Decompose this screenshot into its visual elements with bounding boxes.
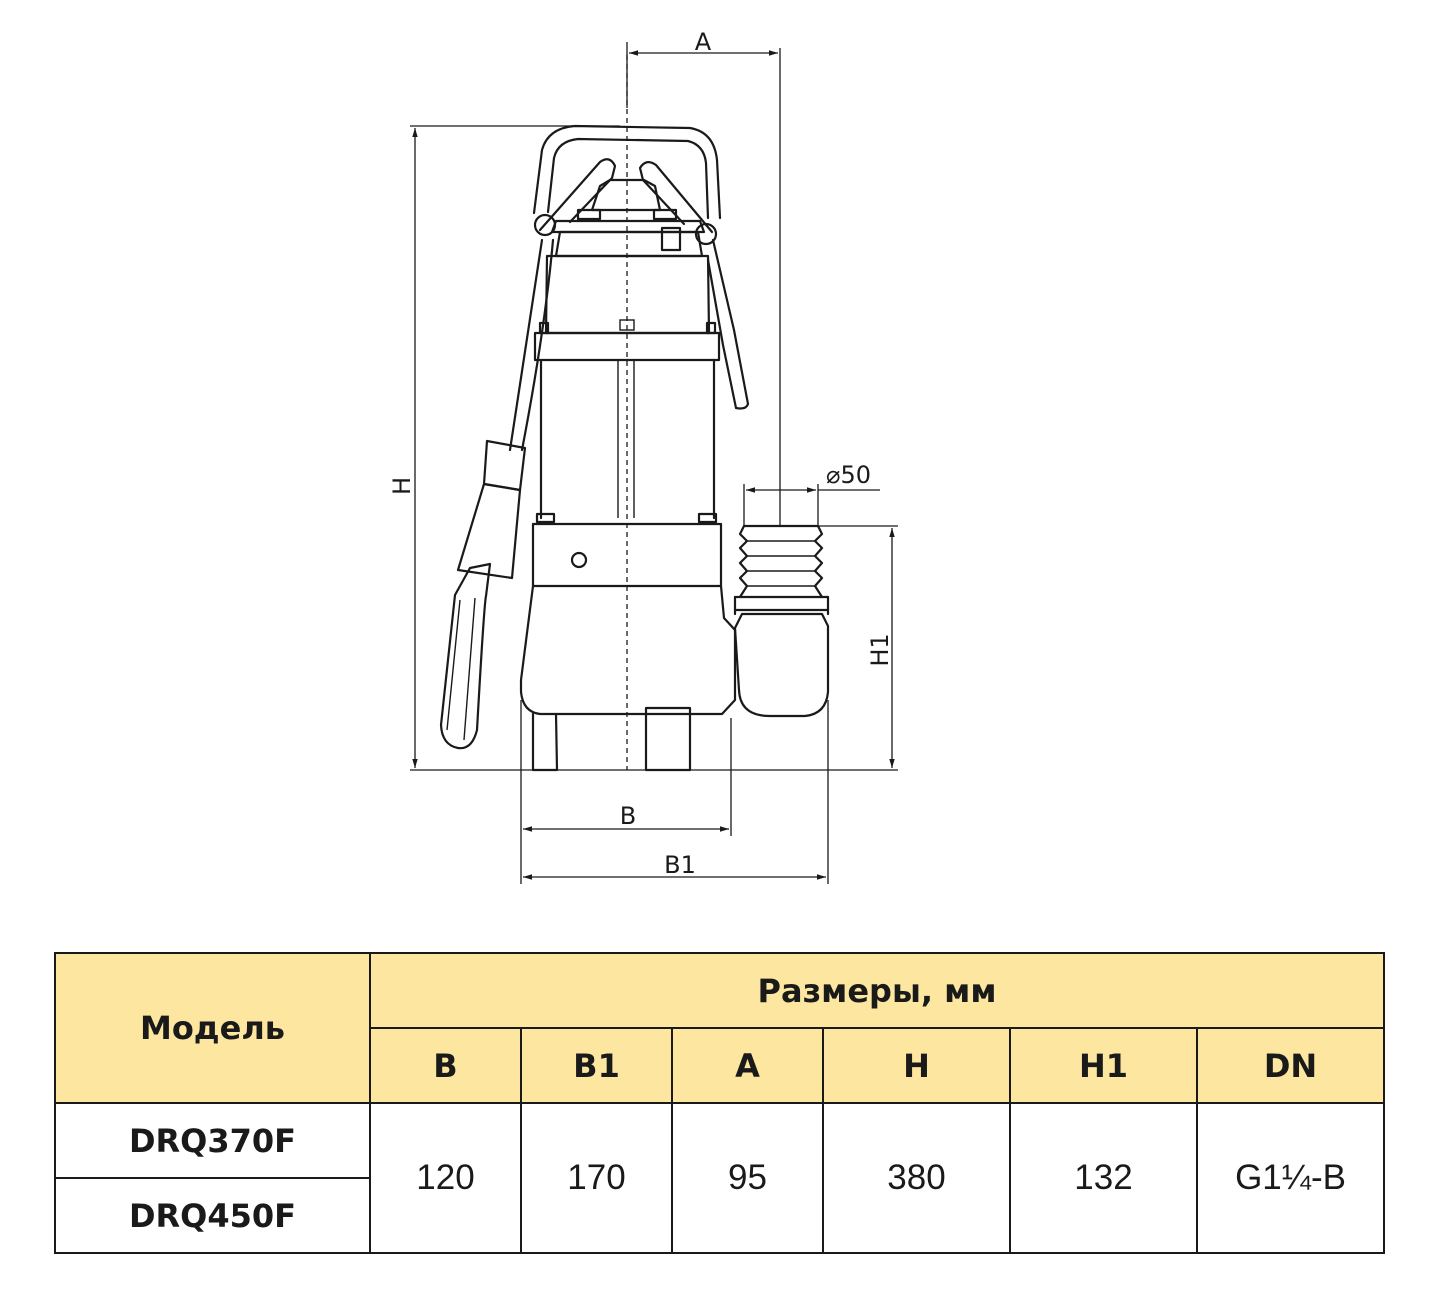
dim-label-b1: B1 (664, 851, 696, 879)
column-header-h1: H1 (1009, 1027, 1198, 1104)
table-row: DRQ450F (54, 1177, 1384, 1254)
value-b: 120 (369, 1102, 522, 1254)
handle-support-right (638, 161, 714, 234)
pump-outline (439, 124, 830, 772)
top-cap (590, 178, 662, 212)
volute-body (519, 584, 737, 716)
motor-housing (544, 254, 711, 335)
column-header-a: A (671, 1027, 824, 1104)
dim-label-h1: H1 (866, 633, 894, 666)
dim-label-diameter: ⌀50 (826, 461, 871, 489)
dim-label-a: A (695, 28, 712, 56)
float-switch (482, 439, 527, 492)
dimensions: A H ⌀50 H1 B B1 (388, 28, 898, 884)
column-header-b: B (369, 1027, 522, 1104)
column-header-dn: DN (1195, 1027, 1386, 1104)
model-header: Модель (54, 952, 371, 1104)
value-h1: 132 (1009, 1102, 1198, 1254)
dimensions-table: Модель Размеры, мм B B1 A H H1 DN DRQ370… (54, 952, 1386, 1254)
motor-body (539, 358, 716, 520)
ring-right (694, 222, 718, 246)
table-row: DRQ370F 120 170 95 380 132 G1¼-B (54, 1102, 1386, 1254)
foot-middle (644, 706, 692, 772)
dimensions-group-header: Размеры, мм (368, 952, 1386, 1029)
pump-dimension-drawing: A H ⌀50 H1 B B1 (388, 28, 898, 884)
dim-label-h: H (388, 477, 416, 495)
top-plate (550, 219, 706, 234)
value-a: 95 (671, 1102, 824, 1254)
column-header-b1: B1 (520, 1027, 673, 1104)
value-b1: 170 (520, 1102, 673, 1254)
handle-inner (546, 137, 710, 220)
dim-label-b: B (620, 802, 636, 830)
foot-left (531, 712, 559, 772)
discharge-elbow (733, 612, 830, 718)
value-dn: G1¼-B (1195, 1102, 1386, 1254)
bolt-hole (570, 551, 588, 569)
model-name: DRQ370F (54, 1102, 371, 1179)
handle-outer (532, 124, 722, 220)
model-name: DRQ450F (54, 1177, 371, 1254)
handle-support-left (538, 158, 617, 232)
value-h: 380 (822, 1102, 1011, 1254)
cable (508, 238, 555, 452)
column-header-h: H (822, 1027, 1011, 1104)
flange (533, 331, 721, 362)
